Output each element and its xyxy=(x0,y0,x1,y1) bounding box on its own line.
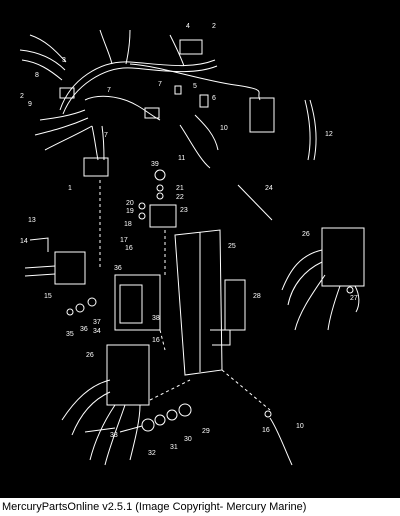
callout-21: 21 xyxy=(176,185,184,192)
callout-23: 23 xyxy=(180,207,188,214)
callout-25: 25 xyxy=(228,243,236,250)
callout-38: 38 xyxy=(152,315,160,322)
callout-31: 31 xyxy=(170,444,178,451)
mounting-bracket xyxy=(174,229,246,376)
coil-pack-upper-right xyxy=(281,227,365,331)
callout-2: 2 xyxy=(212,23,216,30)
callout-19: 19 xyxy=(126,208,134,215)
callout-7: 7 xyxy=(158,81,162,88)
callout-labels: 1223456777891010111213141516161617181920… xyxy=(20,23,358,457)
callout-3: 3 xyxy=(62,57,66,64)
callout-24: 24 xyxy=(265,185,273,192)
callout-33: 33 xyxy=(110,432,118,439)
callout-12: 12 xyxy=(325,131,333,138)
solenoid-assembly xyxy=(138,169,177,228)
wiring-harness xyxy=(19,29,275,177)
callout-29: 29 xyxy=(202,428,210,435)
callout-18: 18 xyxy=(124,221,132,228)
callout-6: 6 xyxy=(212,95,216,102)
callout-26: 26 xyxy=(302,231,310,238)
callout-2-2: 2 xyxy=(20,93,24,100)
callout-26-2: 26 xyxy=(86,352,94,359)
callout-11: 11 xyxy=(178,155,185,162)
callout-10: 10 xyxy=(220,125,228,132)
callout-22: 22 xyxy=(176,194,184,201)
callout-13: 13 xyxy=(28,217,36,224)
callout-28: 28 xyxy=(253,293,261,300)
callout-1: 1 xyxy=(68,185,72,192)
callout-35: 35 xyxy=(66,331,74,338)
callout-20: 20 xyxy=(126,200,134,207)
callout-37: 37 xyxy=(93,319,101,326)
control-module xyxy=(24,237,161,331)
callout-7-2: 7 xyxy=(107,87,111,94)
callout-7-3: 7 xyxy=(104,132,108,139)
callout-39: 39 xyxy=(151,161,159,168)
assembly-guide-lines xyxy=(99,180,271,411)
callout-15: 15 xyxy=(44,293,52,300)
callout-16: 16 xyxy=(125,245,133,252)
callout-34: 34 xyxy=(93,328,101,335)
callout-5: 5 xyxy=(193,83,197,90)
harness-pieces-right xyxy=(174,85,317,221)
hardware-washers xyxy=(66,297,192,433)
callout-36: 36 xyxy=(80,326,88,333)
ground-lead xyxy=(264,410,293,466)
callout-9: 9 xyxy=(28,101,32,108)
diagram-drawing: 1223456777891010111213141516161617181920… xyxy=(19,23,365,466)
callout-16-3: 16 xyxy=(262,427,270,434)
callout-17: 17 xyxy=(120,237,128,244)
callout-8: 8 xyxy=(35,72,39,79)
callout-27: 27 xyxy=(350,295,358,302)
callout-36-2: 36 xyxy=(114,265,122,272)
callout-30: 30 xyxy=(184,436,192,443)
coil-pack-lower-left xyxy=(61,344,150,466)
callout-10-2: 10 xyxy=(296,423,304,430)
copyright-caption: MercuryPartsOnline v2.5.1 (Image Copyrig… xyxy=(2,501,307,513)
callout-14: 14 xyxy=(20,238,28,245)
callout-32: 32 xyxy=(148,450,156,457)
callout-16-2: 16 xyxy=(152,337,160,344)
callout-4: 4 xyxy=(186,23,190,30)
